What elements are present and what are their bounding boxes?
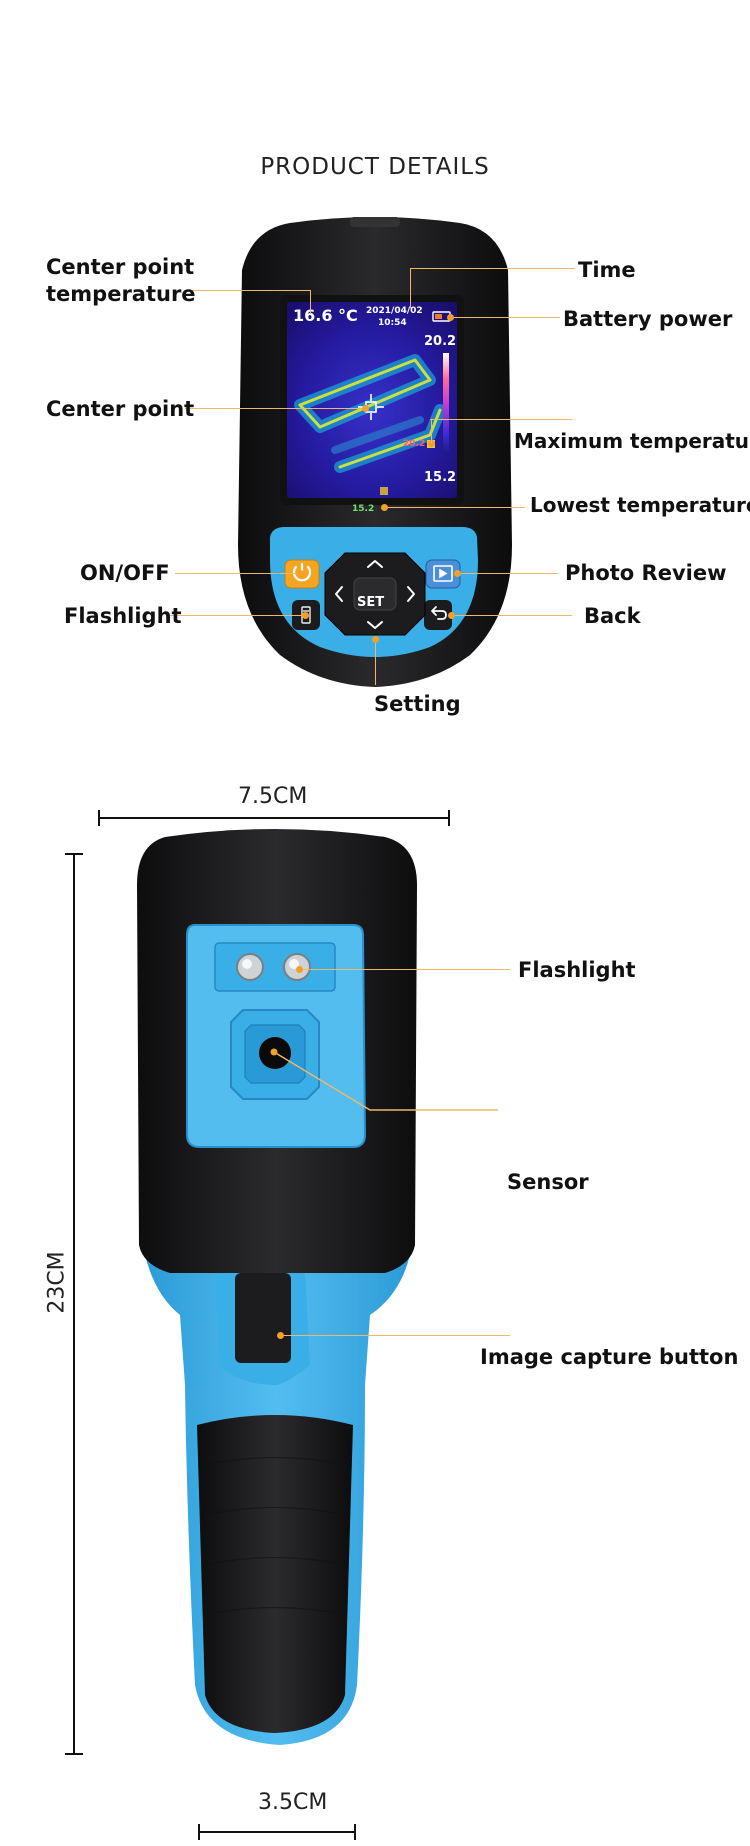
right-arrow-icon — [407, 586, 415, 602]
image-capture-trigger[interactable] — [235, 1273, 291, 1363]
set-button-label: SET — [357, 595, 385, 610]
label-back-flashlight: Flashlight — [518, 958, 636, 982]
label-back: Back — [584, 604, 641, 628]
scale-min-value: 15.2 — [424, 470, 457, 485]
label-center-point-temperature: Center point temperature — [46, 255, 196, 307]
label-image-capture-button: Image capture button — [480, 1345, 739, 1369]
photo-review-icon — [433, 565, 453, 582]
screen-clock: 10:54 — [378, 318, 407, 328]
label-center-point: Center point — [46, 397, 195, 421]
left-arrow-icon — [335, 586, 343, 602]
label-lowest-temperature: Lowest temperature — [530, 493, 750, 517]
back-button[interactable] — [424, 600, 452, 630]
height-dimension-line — [65, 853, 83, 1755]
grip-dimension-line — [198, 1824, 356, 1840]
page-title: PRODUCT DETAILS — [260, 154, 490, 180]
up-arrow-icon — [367, 560, 383, 568]
label-sensor: Sensor — [507, 1170, 589, 1194]
back-arrow-icon — [431, 606, 447, 620]
grip-dimension-label: 3.5CM — [258, 1790, 328, 1815]
center-temperature-reading: 16.6 °C — [293, 306, 358, 325]
front-device-illustration — [238, 217, 512, 687]
min-marker-value: 15.2 — [352, 504, 375, 514]
label-on-off: ON/OFF — [80, 561, 170, 585]
label-photo-review: Photo Review — [565, 561, 727, 585]
back-device-illustration — [137, 829, 417, 1745]
max-marker-value: 20.2 — [403, 439, 426, 449]
screen-date: 2021/04/02 — [366, 306, 423, 316]
set-button[interactable] — [353, 577, 397, 611]
label-setting: Setting — [374, 692, 461, 716]
label-maximum-temperature: Maximum temperature — [514, 429, 750, 453]
width-dimension-line — [98, 810, 450, 826]
down-arrow-icon — [367, 621, 383, 629]
width-dimension-label: 7.5CM — [238, 784, 308, 809]
scale-max-value: 20.2 — [424, 334, 457, 349]
height-dimension-label: 23CM — [44, 1251, 70, 1314]
label-battery-power: Battery power — [563, 307, 733, 331]
rubber-grip — [197, 1415, 353, 1733]
label-time: Time — [578, 258, 636, 282]
label-flashlight: Flashlight — [64, 604, 182, 628]
